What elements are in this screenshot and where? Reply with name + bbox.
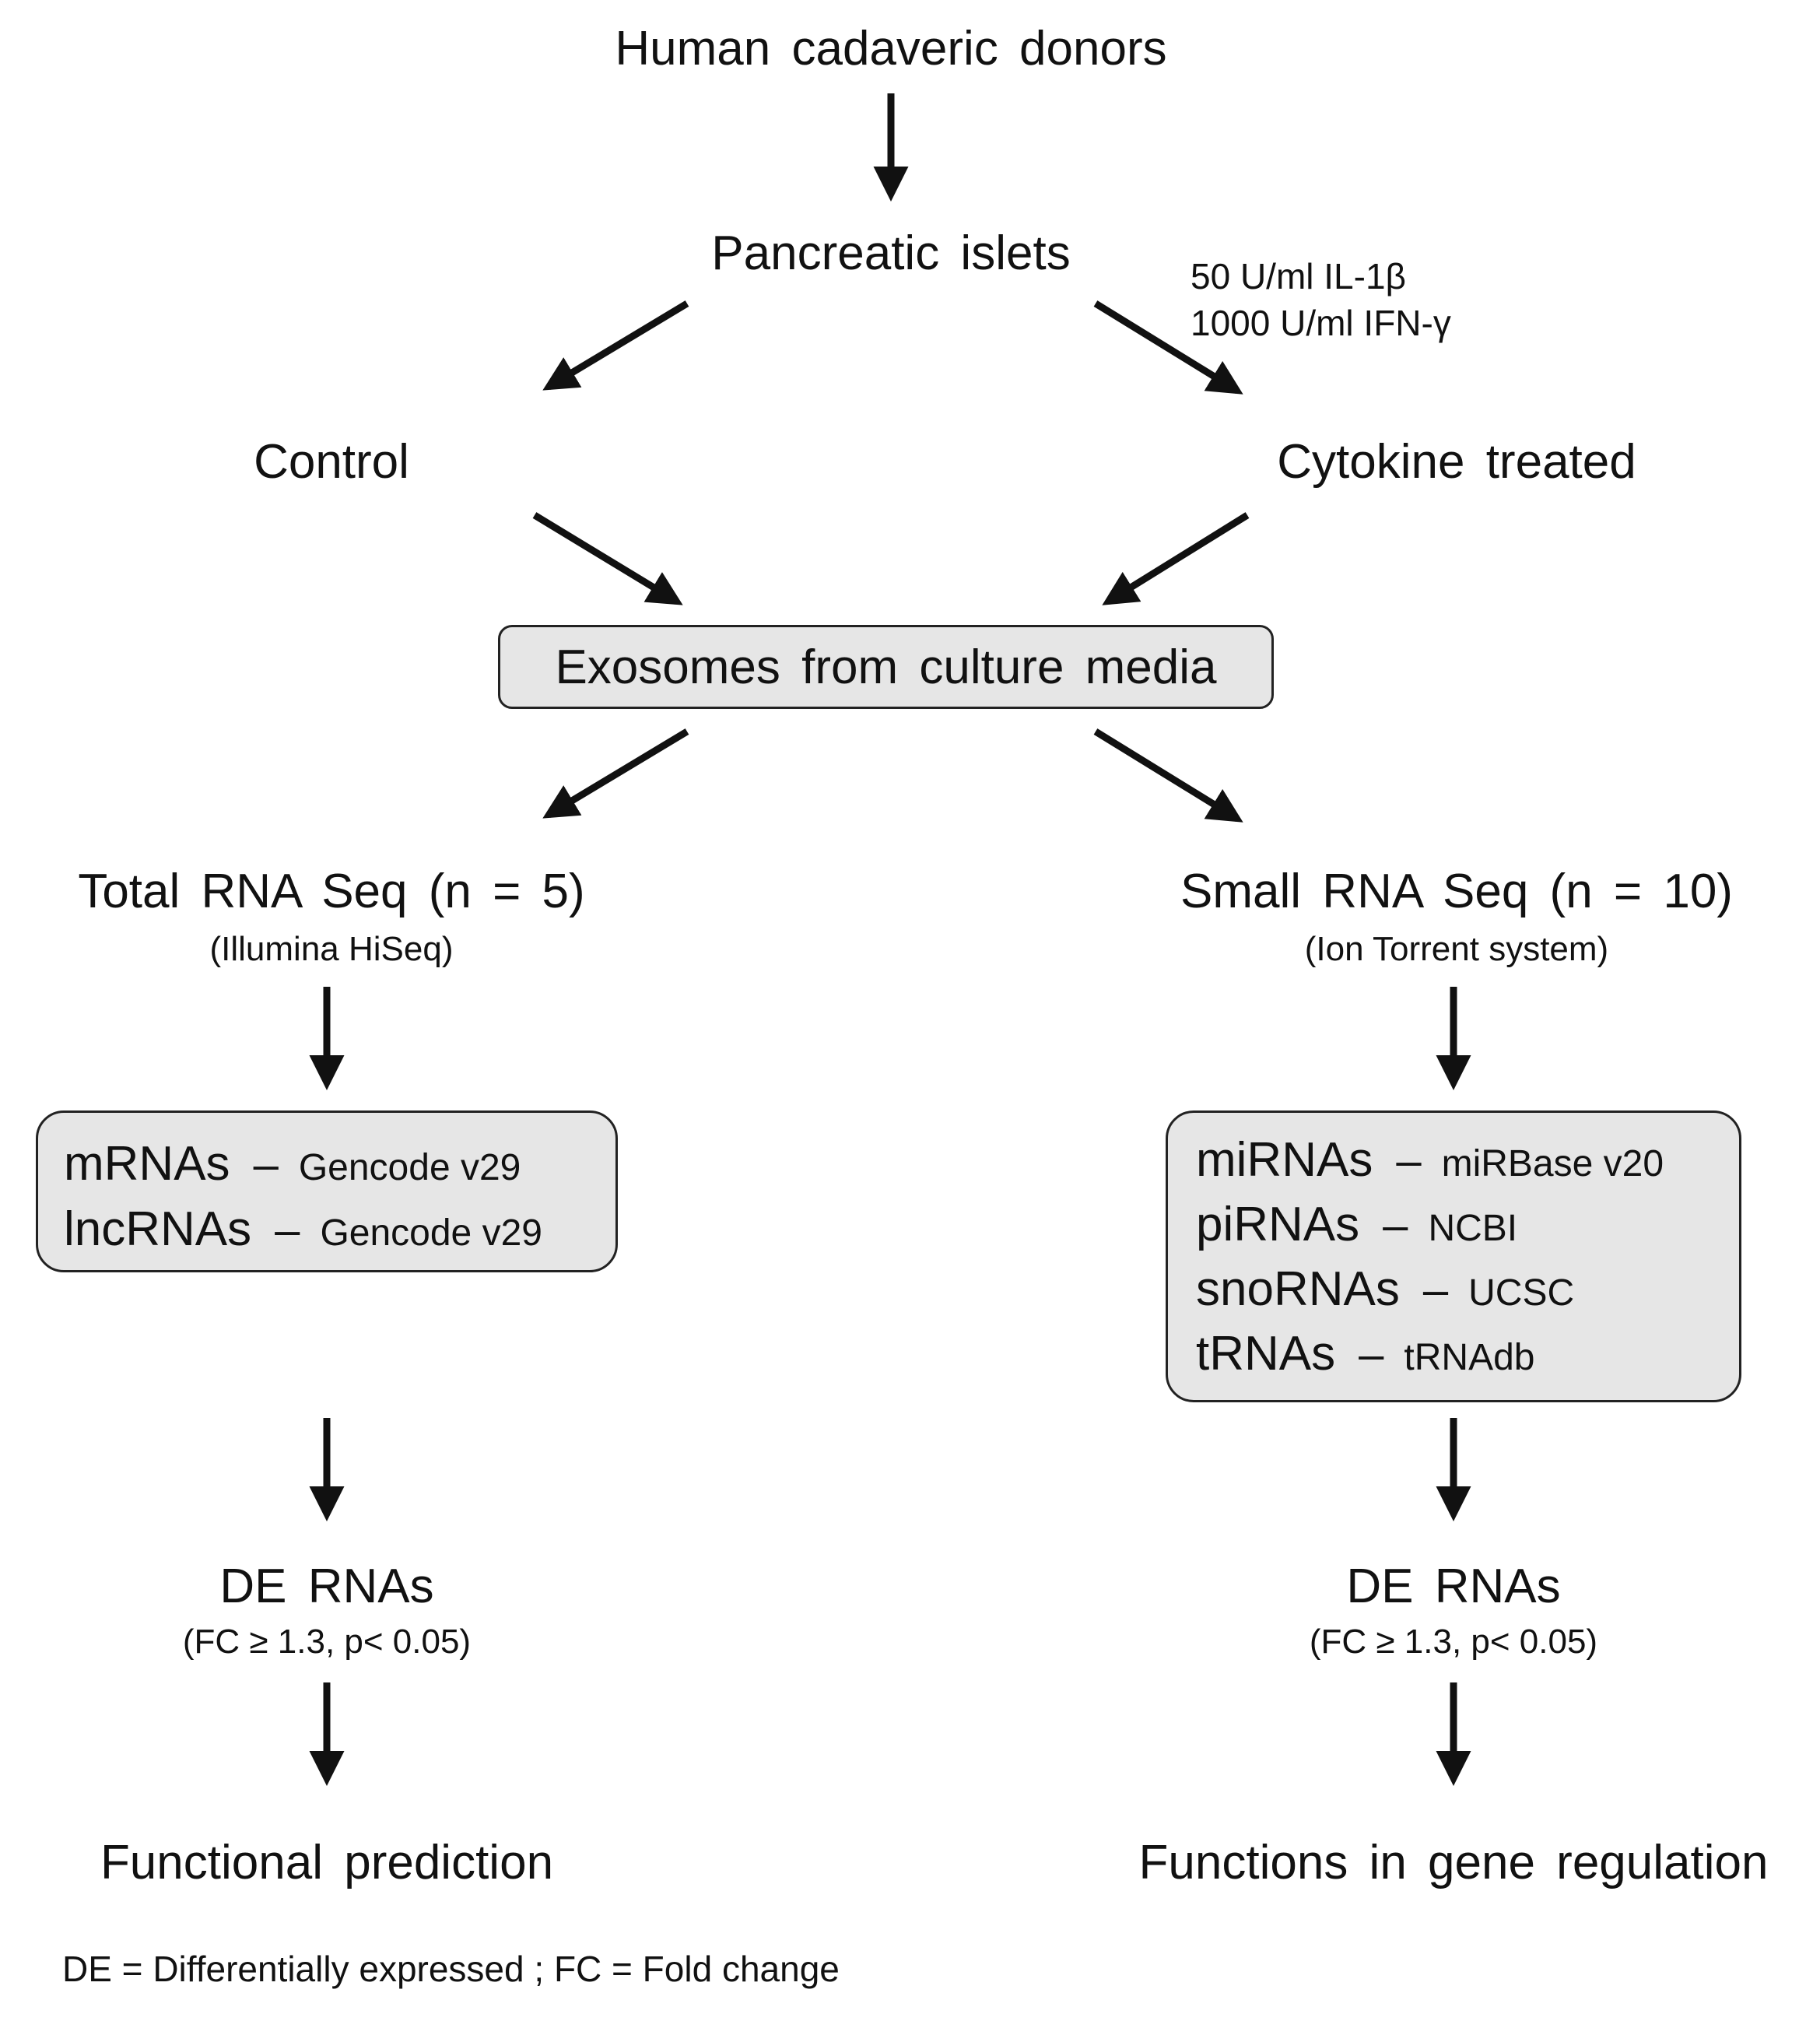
rna-type: tRNAs — [1196, 1327, 1336, 1381]
arrow-exosomes-small — [1093, 728, 1243, 823]
de-right-label: DE RNAs — [1346, 1560, 1561, 1613]
cytokine-label: Cytokine treated — [1277, 435, 1636, 489]
list-item: snoRNAs–UCSC — [1196, 1262, 1575, 1316]
total-platform-label: (Illumina HiSeq) — [209, 930, 454, 968]
long-rna-box: mRNAs–Gencode v29 lncRNAs–Gencode v29 — [36, 1110, 618, 1272]
arrow-exosomes-total — [542, 728, 689, 819]
rna-type: lncRNAs — [64, 1202, 252, 1256]
de-left-label: DE RNAs — [219, 1560, 434, 1613]
exosomes-box: Exosomes from culture media — [498, 625, 1274, 709]
small-seq-label: Small RNA Seq (n = 10) — [1180, 865, 1733, 918]
islets-label: Pancreatic islets — [711, 226, 1071, 280]
footnote: DE = Differentially expressed ; FC = Fol… — [62, 1949, 840, 1989]
rna-type: piRNAs — [1196, 1198, 1360, 1251]
functional-prediction-label: Functional prediction — [100, 1836, 554, 1889]
arrow-control-exosomes — [532, 512, 683, 605]
gene-regulation-label: Functions in gene regulation — [1138, 1836, 1769, 1889]
small-rna-box: miRNAs–miRBase v20 piRNAs–NCBI snoRNAs–U… — [1166, 1110, 1741, 1402]
arrow-islets-cytokine — [1093, 300, 1243, 395]
small-platform-label: (Ion Torrent system) — [1304, 930, 1609, 968]
rna-type: mRNAs — [64, 1137, 230, 1191]
rna-database: Gencode v29 — [298, 1147, 521, 1188]
control-label: Control — [254, 435, 409, 489]
rna-database: miRBase v20 — [1441, 1143, 1664, 1184]
de-right-criteria: (FC ≥ 1.3, p< 0.05) — [1309, 1623, 1598, 1661]
list-item: mRNAs–Gencode v29 — [64, 1137, 521, 1191]
list-item: miRNAs–miRBase v20 — [1196, 1133, 1664, 1187]
list-item: tRNAs–tRNAdb — [1196, 1327, 1535, 1381]
list-item: piRNAs–NCBI — [1196, 1198, 1518, 1251]
donors-label: Human cadaveric donors — [615, 22, 1167, 75]
list-item: lncRNAs–Gencode v29 — [64, 1202, 542, 1256]
rna-database: tRNAdb — [1404, 1337, 1535, 1378]
rna-type: snoRNAs — [1196, 1262, 1400, 1316]
arrow-cytokine-exosomes — [1102, 512, 1250, 605]
rna-database: UCSC — [1468, 1272, 1575, 1314]
rna-database: NCBI — [1428, 1208, 1518, 1249]
rna-type: miRNAs — [1196, 1133, 1373, 1187]
arrow-islets-control — [542, 300, 689, 391]
treatment-doses: 50 U/ml IL-1β 1000 U/ml IFN-γ — [1191, 254, 1451, 347]
il1b-dose: 50 U/ml IL-1β — [1191, 256, 1406, 296]
rna-database: Gencode v29 — [320, 1212, 542, 1254]
exosomes-label: Exosomes from culture media — [555, 640, 1217, 694]
total-seq-label: Total RNA Seq (n = 5) — [78, 865, 585, 918]
ifng-dose: 1000 U/ml IFN-γ — [1191, 302, 1451, 343]
de-left-criteria: (FC ≥ 1.3, p< 0.05) — [182, 1623, 472, 1661]
